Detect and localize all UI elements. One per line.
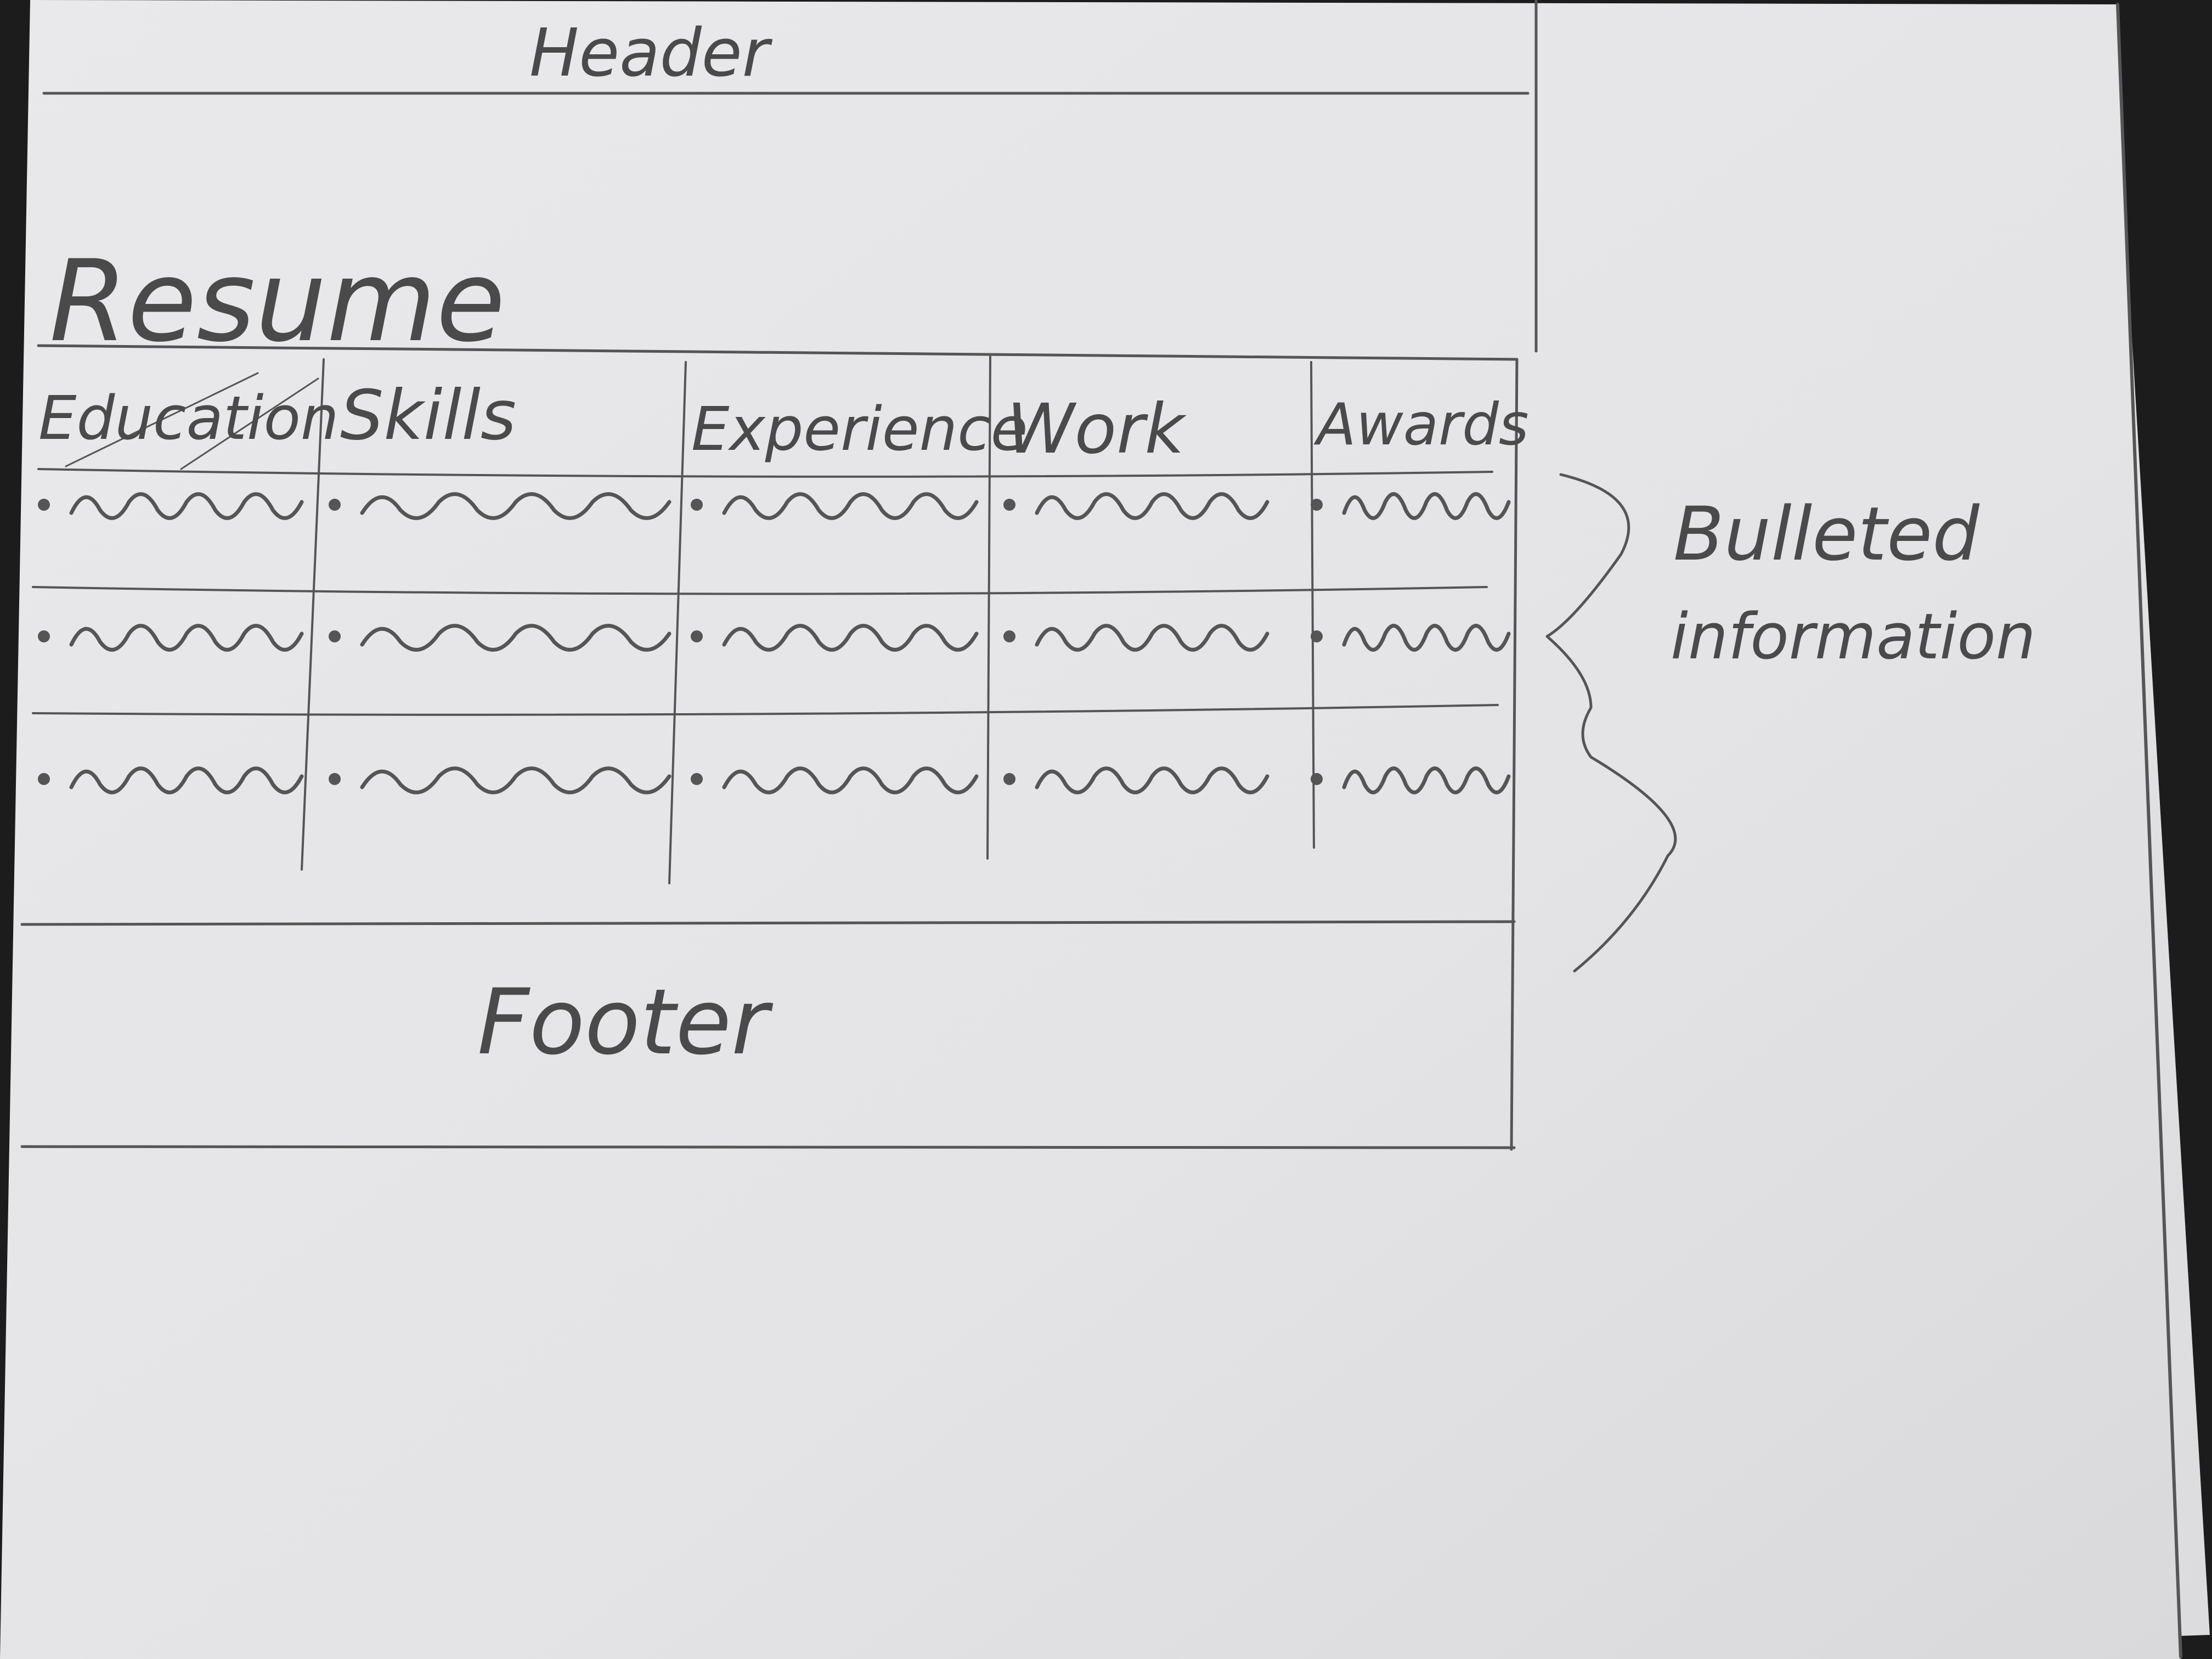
bullet-dot-icon bbox=[1311, 499, 1323, 511]
header-section: Header bbox=[42, 0, 1538, 353]
header-label: Header bbox=[529, 15, 773, 92]
bullet-dot-icon bbox=[329, 773, 341, 785]
bullet-dot-icon bbox=[1003, 499, 1015, 511]
paper-edge bbox=[2116, 3, 2182, 1658]
placeholder-squiggle bbox=[69, 492, 304, 520]
bullet-dot-icon bbox=[1311, 630, 1323, 642]
col-header-skills: Skills bbox=[340, 376, 516, 455]
bullet-dot-icon bbox=[38, 499, 50, 511]
footer-label: Footer bbox=[477, 969, 774, 1075]
placeholder-squiggle bbox=[722, 492, 979, 520]
col-header-experience: Experience bbox=[691, 394, 1028, 464]
bullet-dot-icon bbox=[1311, 773, 1323, 785]
bullet-placeholders bbox=[38, 492, 1511, 794]
placeholder-squiggle bbox=[69, 766, 304, 794]
placeholder-squiggle bbox=[722, 766, 979, 794]
placeholder-squiggle bbox=[1342, 766, 1511, 794]
bullet-dot-icon bbox=[329, 630, 341, 642]
bullet-dot-icon bbox=[38, 630, 50, 642]
placeholder-squiggle bbox=[69, 624, 304, 652]
placeholder-squiggle bbox=[1342, 624, 1511, 652]
placeholder-squiggle bbox=[722, 624, 979, 652]
footer-section: Footer bbox=[20, 920, 1516, 1149]
bullet-dot-icon bbox=[329, 499, 341, 511]
placeholder-squiggle bbox=[360, 766, 672, 794]
bullet-dot-icon bbox=[1003, 773, 1015, 785]
curly-brace-icon bbox=[1545, 473, 1677, 973]
bullet-dot-icon bbox=[691, 773, 703, 785]
bullet-dot-icon bbox=[1003, 630, 1015, 642]
placeholder-squiggle bbox=[1035, 624, 1269, 652]
annotation-line2: information bbox=[1671, 600, 2036, 674]
annotation-line1: Bulleted bbox=[1673, 491, 1980, 577]
table-header-row: Education Skills Experience Work Awards bbox=[38, 376, 1529, 469]
bullet-dot-icon bbox=[691, 630, 703, 642]
annotation-group: Bulleted information bbox=[1545, 473, 2036, 973]
col-header-awards: Awards bbox=[1313, 391, 1529, 458]
resume-table bbox=[32, 344, 1519, 1151]
placeholder-squiggle bbox=[360, 492, 672, 520]
bullet-dot-icon bbox=[38, 773, 50, 785]
col-header-work: Work bbox=[1007, 390, 1187, 469]
placeholder-squiggle bbox=[1035, 492, 1269, 520]
placeholder-squiggle bbox=[1342, 492, 1511, 520]
placeholder-squiggle bbox=[360, 624, 672, 652]
placeholder-squiggle bbox=[1035, 766, 1269, 794]
col-header-education: Education bbox=[38, 383, 339, 453]
bullet-dot-icon bbox=[691, 499, 703, 511]
